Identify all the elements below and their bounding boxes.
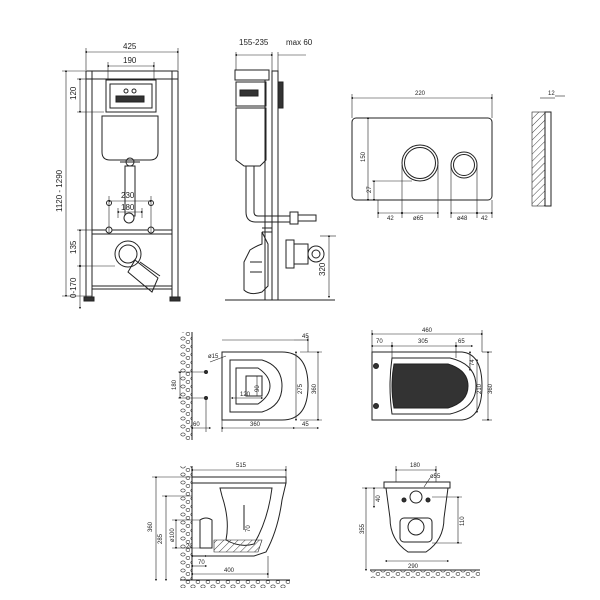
dim-42-right: 42	[481, 216, 488, 222]
dim-12: 12	[548, 91, 555, 97]
dim-max-60: max 60	[286, 38, 313, 47]
dim-230: 230	[121, 191, 135, 200]
dim-360-length: 360	[250, 422, 261, 428]
dim-90: 90	[255, 385, 261, 392]
dim-40: 40	[376, 495, 382, 502]
dim-65-seat: 65	[458, 339, 465, 345]
dim-400: 400	[224, 568, 235, 574]
bowl-rear-dimensions: 180 ø55 40 355 110 290	[360, 463, 466, 572]
dim-70-side: 70	[246, 525, 252, 532]
dim-0-170: 0-170	[69, 277, 78, 298]
dim-360-seat: 360	[488, 383, 494, 394]
dim-70-bottom: 70	[198, 560, 205, 566]
dim-70-seat: 70	[376, 339, 383, 345]
frame-dim-labels: 425 190 120 1120 - 1290 230 180 135 0-17…	[55, 42, 137, 298]
bowl-side-dimensions: 515 360 285 ø100 70 20 70 400	[148, 463, 288, 582]
dim-220: 220	[415, 91, 426, 97]
dim-355: 355	[360, 523, 366, 534]
frame-side-view	[225, 69, 335, 301]
dim-d15: ø15	[208, 354, 219, 360]
dim-27: 27	[367, 186, 373, 193]
dim-460: 460	[422, 328, 433, 334]
dim-150: 150	[361, 151, 367, 162]
dim-135: 135	[69, 240, 78, 254]
frame-dimensions	[62, 48, 180, 310]
dim-290: 290	[408, 564, 419, 570]
dim-275: 275	[298, 383, 304, 394]
dim-120: 120	[69, 86, 78, 100]
seat-top-view	[371, 351, 483, 421]
dim-320: 320	[318, 262, 327, 276]
bowl-top-dimensions: 45 ø15 180 275 360 90 120 60 360 45	[172, 334, 322, 432]
dim-180-rear: 180	[410, 463, 421, 469]
dim-360-side: 360	[148, 521, 154, 532]
bowl-rear-view	[370, 481, 480, 578]
dim-210: 210	[477, 383, 483, 394]
flush-plate-front	[351, 117, 493, 201]
dim-60: 60	[193, 422, 200, 428]
dim-45-top: 45	[302, 334, 309, 340]
dim-1120-1290: 1120 - 1290	[55, 169, 64, 212]
dim-d100: ø100	[170, 528, 176, 542]
dim-180-bowl: 180	[172, 379, 178, 390]
dim-285: 285	[158, 533, 164, 544]
dim-d48: ø48	[457, 216, 468, 222]
dim-45-bottom: 45	[302, 422, 309, 428]
dim-515: 515	[236, 463, 247, 469]
frame-side-dimensions: 155-235 max 60 320	[234, 38, 336, 299]
dim-155-235: 155-235	[239, 38, 269, 47]
bowl-side-view	[180, 466, 290, 588]
dim-190: 190	[123, 56, 137, 65]
dim-110: 110	[460, 516, 466, 526]
flush-plate-side	[531, 111, 552, 207]
dim-d55: ø55	[430, 474, 441, 480]
dim-d65: ø65	[413, 216, 424, 222]
dim-180: 180	[121, 203, 135, 212]
dim-360-bowl: 360	[312, 383, 318, 394]
dim-42-left: 42	[387, 216, 394, 222]
flush-plate-dimensions: 220 12 150 27 42 ø65 ø48 42	[350, 91, 565, 222]
dim-425: 425	[123, 42, 137, 51]
dim-305: 305	[418, 339, 429, 345]
seat-dimensions: 460 70 305 65 74 210 360	[370, 328, 494, 422]
bowl-top-view	[180, 332, 309, 440]
frame-front-view	[83, 70, 181, 302]
dim-20: 20	[186, 544, 193, 550]
dim-120: 120	[240, 392, 251, 398]
dim-74: 74	[470, 359, 476, 366]
